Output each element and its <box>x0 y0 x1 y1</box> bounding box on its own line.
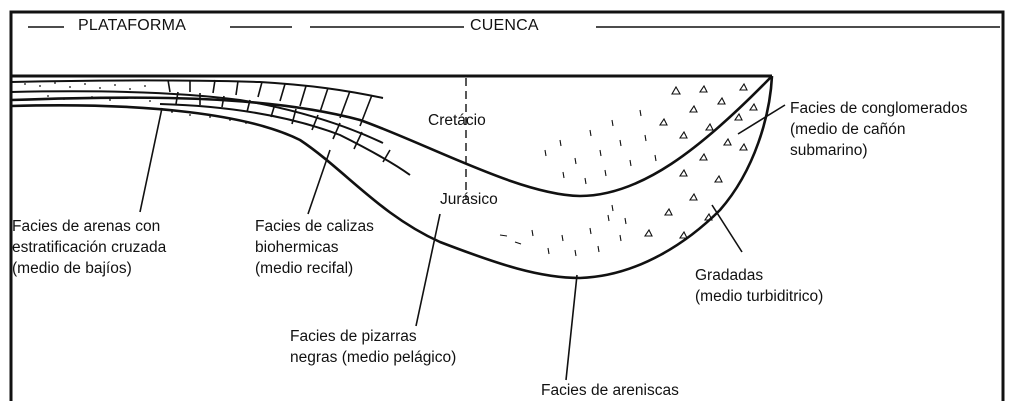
cretaceous-label: Cretácio <box>428 112 486 129</box>
shallow-sand-facies-label: Facies de arenas con estratificación cru… <box>12 216 166 279</box>
label-line: biohermicas <box>255 239 339 256</box>
shallow-sand-dots <box>24 82 247 124</box>
label-line: Gradadas <box>695 267 764 284</box>
platform-heading: PLATAFORMA <box>76 15 189 36</box>
graded-facies-label: Gradadas (medio turbiditrico) <box>695 265 823 307</box>
label-line: (medio de cañón <box>790 121 906 138</box>
label-line: estratificación cruzada <box>12 239 167 256</box>
limestone-strata <box>10 79 411 176</box>
cretaceous-base-boundary <box>10 75 773 198</box>
label-line: negras (medio pelágico) <box>290 349 457 366</box>
label-line: Facies de areniscas <box>541 382 679 399</box>
black-shale-facies-label: Facies de pizarras negras (medio pelágic… <box>290 326 456 368</box>
label-line: (medio recifal) <box>255 260 354 277</box>
jurassic-label: Jurásico <box>440 191 498 208</box>
leader-lines <box>139 104 786 381</box>
sandstone-facies-label: Facies de areniscas <box>541 380 679 401</box>
limestone-joints <box>167 79 391 163</box>
label-line: Facies de conglomerados <box>790 100 968 117</box>
label-line: (medio de bajíos) <box>12 260 132 277</box>
basin-sandstone-dashes <box>499 109 657 257</box>
frame-border <box>9 10 1005 401</box>
basin-heading: CUENCA <box>468 15 541 36</box>
label-line: Facies de calizas <box>255 218 374 235</box>
label-line: submarino) <box>790 142 868 159</box>
label-line: Facies de pizarras <box>290 328 417 345</box>
label-line: Facies de arenas con <box>12 218 161 235</box>
label-line: (medio turbiditrico) <box>695 288 824 305</box>
conglomerate-triangles <box>643 82 758 239</box>
conglomerate-facies-label: Facies de conglomerados (medio de cañón … <box>790 98 968 161</box>
jurassic-base-boundary <box>10 75 774 280</box>
limestone-facies-label: Facies de calizas biohermicas (medio rec… <box>255 216 374 279</box>
